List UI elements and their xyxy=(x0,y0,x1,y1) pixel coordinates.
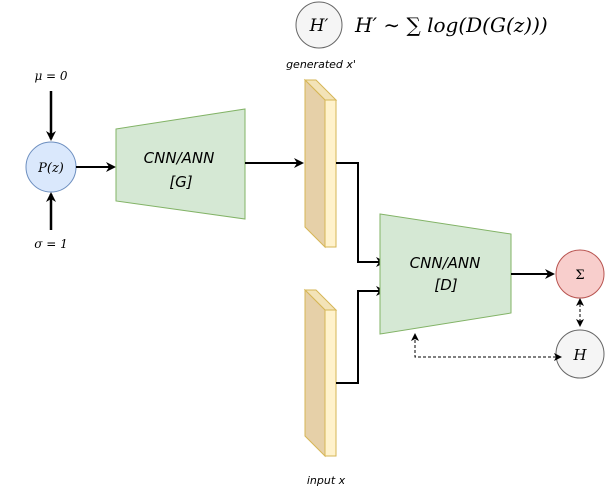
sigma-label: σ = 1 xyxy=(34,237,68,251)
generator-label-line1: CNN/ANN xyxy=(144,149,215,167)
h-to-discriminator-feedback-arrow xyxy=(411,333,562,361)
formula-text: H′ ∼ ∑ log(D(G(z))) xyxy=(354,13,548,37)
formula-group: H′ H′ ∼ ∑ log(D(G(z))) xyxy=(295,1,548,49)
h-prime-node-label: H′ xyxy=(309,16,329,36)
generator-label-line2: [G] xyxy=(169,173,192,191)
discriminator-block xyxy=(379,213,512,335)
sum-label: Σ xyxy=(575,268,584,283)
input-label: input x xyxy=(307,474,346,487)
h-label: H xyxy=(572,346,587,364)
generator-block xyxy=(115,108,246,220)
mu-label: μ = 0 xyxy=(34,69,67,83)
generated-to-discriminator-arrow xyxy=(336,162,386,267)
generated-label: generated x' xyxy=(286,58,356,71)
h-prime-node xyxy=(295,1,343,49)
generated-plate xyxy=(303,78,338,249)
discriminator-label-line1: CNN/ANN xyxy=(410,254,481,272)
input-plate xyxy=(303,288,338,458)
pz-label: P(z) xyxy=(37,161,64,176)
discriminator-label-line2: [D] xyxy=(434,276,457,294)
input-to-discriminator-arrow xyxy=(336,286,386,384)
